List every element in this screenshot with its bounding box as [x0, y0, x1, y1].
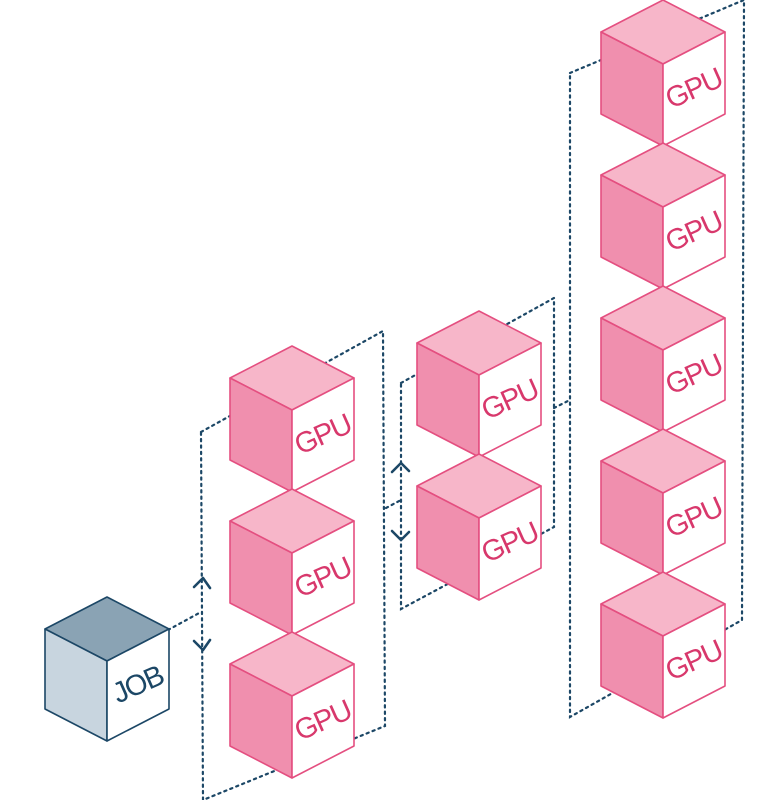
- gpu-cube-column-3-2: GPU: [600, 142, 727, 290]
- cube-right-face: [291, 663, 355, 779]
- gpu-cube-column-3-1: GPU: [600, 0, 727, 147]
- arrow-up-icon: [390, 461, 411, 474]
- scale-arrows: [192, 461, 411, 652]
- gpu-cube-column-1-3: GPU: [229, 631, 356, 779]
- cube-right-face: [478, 485, 542, 601]
- arrow-down-icon: [390, 529, 411, 542]
- connector-job-to-column-1: [166, 610, 203, 632]
- gpu-cube-column-3-3: GPU: [600, 285, 727, 433]
- arrow-down-icon: [192, 638, 212, 652]
- job-cube: JOB: [44, 596, 170, 742]
- gpu-cube-column-1-2: GPU: [229, 488, 356, 636]
- connector-column-2-to-column-3: [552, 398, 572, 410]
- arrow-up-icon: [192, 576, 212, 590]
- cube-right-face: [106, 628, 170, 742]
- connector-column-1-to-column-2: [384, 498, 403, 510]
- gpu-cube-column-3-5: GPU: [600, 571, 727, 719]
- cube-right-face: [662, 603, 726, 719]
- gpu-cube-column-1-1: GPU: [229, 345, 356, 493]
- gpu-cube-column-2-2: GPU: [416, 453, 543, 601]
- frame-column-1: [199, 329, 387, 800]
- connectors: [166, 398, 572, 632]
- frame-column-3: [568, 0, 746, 719]
- gpu-cube-column-2-1: GPU: [416, 310, 543, 458]
- gpu-cube-column-3-4: GPU: [600, 428, 727, 576]
